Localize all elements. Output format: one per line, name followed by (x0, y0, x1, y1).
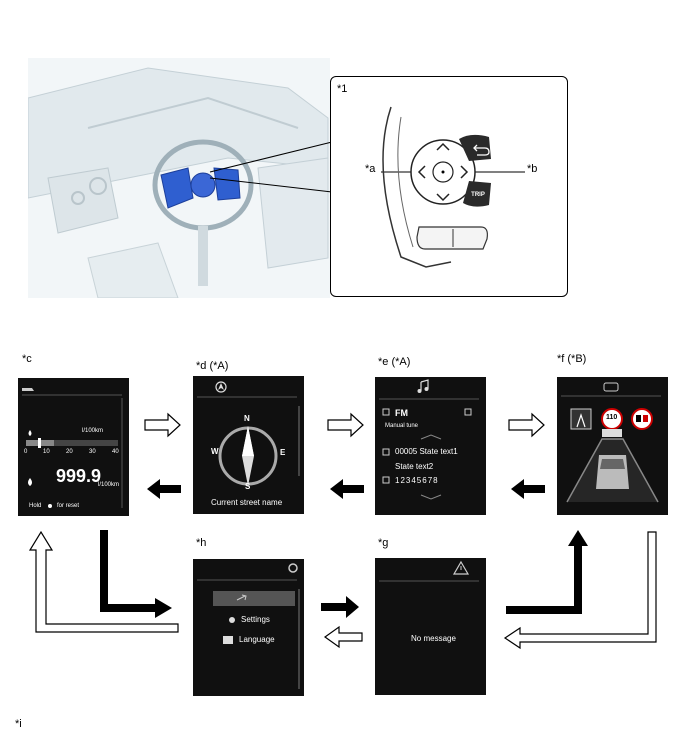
switch-drawing: TRIP (381, 106, 525, 268)
screen-c-label: *c (22, 353, 32, 365)
reset-text: for reset (57, 503, 80, 509)
navigation-icon (215, 381, 227, 393)
back-icon (475, 147, 490, 156)
mode-label: Manual tune (385, 423, 419, 429)
arrow-d-to-e (327, 412, 364, 438)
screen-g-warning: No message (375, 558, 486, 695)
warning-icon (452, 560, 470, 575)
car-icon (22, 388, 34, 391)
right-arrow-icon (460, 165, 469, 179)
arrow-e-to-d (330, 479, 364, 499)
scale-tick-20: 20 (66, 449, 73, 455)
arrow-e-to-f (508, 412, 545, 438)
callout-label: *1 (337, 83, 348, 95)
motorway-sign-icon (570, 408, 592, 430)
compass-west: W (211, 447, 219, 456)
scale-tick-10: 10 (43, 449, 50, 455)
screen-e-audio: FM Manual tune 00005 State text1 State t… (375, 377, 486, 515)
down-arrow-icon (436, 193, 450, 202)
no-overtaking-sign (631, 408, 653, 430)
menu-item-settings: Settings (241, 615, 270, 624)
customize-icon (236, 594, 247, 601)
speed-limit-value: 110 (606, 414, 618, 421)
state-text-2: State text2 (395, 462, 434, 471)
no-message-text: No message (411, 634, 456, 643)
left-arrow-icon (417, 165, 426, 179)
lower-switch (416, 226, 488, 250)
callout-pointer (209, 141, 333, 193)
up-arrow-icon (436, 142, 450, 151)
fuel-value: 999.9 (56, 466, 102, 486)
compass-north: N (244, 414, 250, 423)
band-label: FM (395, 408, 408, 418)
menu-item-highlight (213, 591, 295, 606)
unit-label-2: l/100km (98, 482, 120, 488)
state-text-1: 00005 State text1 (395, 447, 458, 456)
source-icon-left (382, 408, 390, 416)
arrow-h-to-c (28, 530, 179, 633)
arrow-f-to-g (503, 531, 657, 650)
label-b: *b (527, 163, 538, 175)
fuel-drop-icon (28, 430, 32, 436)
preset-icon-2 (382, 476, 390, 484)
screen-h-settings: Settings Language (193, 559, 304, 696)
screen-d-compass: N W E S Current street name (193, 376, 304, 514)
arrow-h-to-g (321, 596, 359, 618)
flow-arrows (28, 412, 657, 650)
arrow-g-to-h (323, 625, 363, 649)
source-icon-right (464, 408, 472, 416)
dashboard-illustration (28, 58, 330, 298)
compass-east: E (280, 448, 286, 457)
screen-d-label: *d (*A) (196, 360, 229, 372)
unit-label-1: l/100km (82, 428, 104, 434)
scale-tick-0: 0 (24, 449, 28, 455)
language-icon (223, 636, 233, 644)
arrow-f-to-e (511, 479, 545, 499)
street-name: Current street name (211, 498, 283, 507)
gear-icon (288, 563, 298, 573)
music-note-icon (420, 379, 429, 391)
settings-gear-icon (229, 617, 235, 623)
trip-label: TRIP (471, 192, 485, 198)
arrow-c-to-h (100, 530, 172, 618)
arrow-c-to-d (144, 412, 181, 438)
screen-h-label: *h (196, 537, 207, 549)
ok-dot-icon (48, 504, 52, 508)
screen-c-fuel-economy: l/100km 0 10 20 30 40 999.9 l/100km Hold… (18, 378, 129, 516)
trip-button (463, 181, 491, 207)
scale-tick-30: 30 (89, 449, 96, 455)
screen-f-label: *f (*B) (557, 353, 587, 365)
fuel-drop-icon-2 (28, 478, 32, 486)
screen-f-driving-assist: 110 (557, 377, 668, 515)
screen-g-label: *g (378, 537, 389, 549)
preset-icon (382, 448, 390, 456)
arrow-d-to-c (147, 479, 181, 499)
station-number: 12345678 (395, 476, 439, 485)
steering-switch-callout: *1 *a *b TRIP (330, 76, 568, 297)
scale-tick-40: 40 (112, 449, 119, 455)
menu-item-language: Language (239, 635, 275, 644)
compass-south: S (245, 482, 251, 491)
fuel-bar (26, 440, 118, 446)
footer-label: *i (15, 718, 22, 730)
hold-text: Hold (29, 503, 42, 509)
label-a: *a (365, 163, 376, 175)
arrow-g-to-f (506, 530, 588, 614)
assist-icon (603, 382, 619, 392)
screen-e-label: *e (*A) (378, 356, 411, 368)
